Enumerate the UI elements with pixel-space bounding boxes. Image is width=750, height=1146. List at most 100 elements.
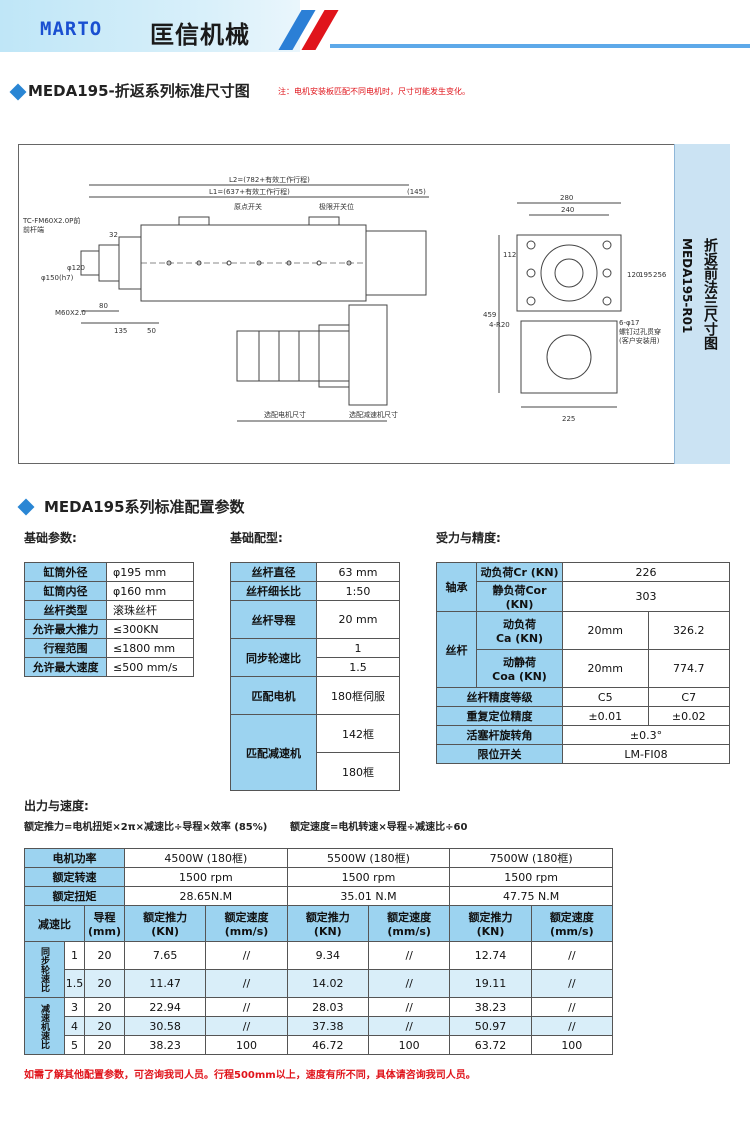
basic-config-title: 基础配型: — [230, 531, 283, 545]
motor-power: 4500W (180框) — [124, 848, 288, 868]
ca-label: 动负荷 — [503, 618, 536, 631]
param-value: φ160 mm — [106, 581, 194, 601]
cell: // — [367, 997, 451, 1017]
dim-280: 280 — [560, 194, 573, 202]
motor-rpm: 1500 rpm — [286, 867, 451, 887]
force-value: 20mm — [562, 611, 649, 650]
cell: 100 — [367, 1035, 451, 1055]
motor-rpm: 1500 rpm — [124, 867, 288, 887]
output-title: 出力与速度: — [24, 799, 89, 813]
cell: 11.47 — [123, 969, 207, 998]
cell: // — [205, 969, 288, 998]
motor-power: 5500W (180框) — [286, 848, 451, 868]
label-motor: 选配电机尺寸 — [264, 410, 306, 419]
cell: // — [367, 1016, 451, 1036]
output-header: 额定速度 (mm/s) — [530, 905, 614, 942]
param-label: 缸筒外径 — [24, 562, 107, 582]
force-value: 326.2 — [647, 611, 731, 650]
config-title: MEDA195系列标准配置参数 — [44, 498, 245, 516]
motor-power: 7500W (180框) — [449, 848, 613, 868]
config-value: 1:50 — [316, 581, 400, 601]
output-header: 额定速度 (mm/s) — [367, 905, 451, 942]
cell: // — [367, 941, 451, 970]
cell: 20 — [84, 997, 125, 1017]
force-title: 受力与精度: — [436, 531, 501, 545]
cell: // — [530, 997, 614, 1017]
force-group: 轴承 — [436, 562, 477, 612]
cell: // — [530, 969, 614, 998]
config-value: 1 — [316, 638, 400, 658]
force-value: 774.7 — [647, 649, 731, 688]
coa-unit: Coa (KN) — [492, 670, 547, 683]
label-holes2: 螺钉过孔贯穿 — [619, 327, 661, 336]
output-header: 电机功率 — [24, 848, 125, 868]
config-label: 丝杆细长比 — [230, 581, 317, 601]
cell: 5 — [64, 1035, 85, 1055]
side-code: MEDA195-R01 — [680, 238, 694, 334]
dim-m60: M60X2.0 — [55, 309, 86, 317]
technical-drawing: L2=(782+有效工作行程) L1=(637+有效工作行程) (145) TC… — [18, 144, 730, 464]
dim-50: 50 — [147, 327, 156, 335]
output-header: 额定推力 (KN) — [449, 905, 532, 942]
config-label: 丝杆导程 — [230, 600, 317, 639]
force-value: LM-FI08 — [562, 744, 730, 764]
force-label: 限位开关 — [436, 744, 563, 764]
cell: // — [530, 1016, 614, 1036]
cell: 100 — [205, 1035, 288, 1055]
param-label: 允许最大推力 — [24, 619, 107, 639]
label-tc: TC-FM60X2.0P前 — [22, 216, 80, 225]
force-label: 动负荷Cr (KN) — [476, 562, 563, 582]
force-value: C7 — [647, 687, 731, 707]
drawing-svg: L2=(782+有效工作行程) L1=(637+有效工作行程) (145) TC… — [22, 175, 667, 423]
output-header: 导程 (mm) — [84, 905, 125, 942]
formula-speed: 额定速度=电机转速×导程÷减速比÷60 — [290, 822, 468, 833]
cell: 37.38 — [286, 1016, 369, 1036]
dim-240: 240 — [561, 206, 574, 214]
cell: 38.23 — [123, 1035, 207, 1055]
config-label: 匹配电机 — [230, 676, 317, 715]
cell: 50.97 — [449, 1016, 532, 1036]
cell: 1 — [64, 941, 85, 970]
label-reducer: 选配减速机尺寸 — [349, 410, 398, 419]
cell: 22.94 — [123, 997, 207, 1017]
motor-rpm: 1500 rpm — [449, 867, 613, 887]
force-value: 20mm — [562, 649, 649, 688]
param-value: ≤500 mm/s — [106, 657, 194, 677]
param-value: φ195 mm — [106, 562, 194, 582]
cell: 100 — [530, 1035, 614, 1055]
cell: // — [367, 969, 451, 998]
cell: 3 — [64, 997, 85, 1017]
cell: 4 — [64, 1016, 85, 1036]
config-label: 匹配减速机 — [230, 714, 317, 791]
cell: 20 — [84, 941, 125, 970]
output-header: 额定速度 (mm/s) — [205, 905, 288, 942]
force-group: 丝杆 — [436, 611, 477, 688]
cell: 14.02 — [286, 969, 369, 998]
dim-l1: L1=(637+有效工作行程) — [209, 187, 290, 196]
cell: 46.72 — [286, 1035, 369, 1055]
cell: 12.74 — [449, 941, 532, 970]
dim-112: 112 — [503, 251, 516, 259]
cell: 28.03 — [286, 997, 369, 1017]
cell: 38.23 — [449, 997, 532, 1017]
dim-256: 256 — [653, 271, 667, 279]
drawing-title: MEDA195-折返系列标准尺寸图 — [28, 82, 250, 100]
dim-195: 195 — [639, 271, 652, 279]
force-value: ±0.3° — [562, 725, 730, 745]
cell: 20 — [84, 1035, 125, 1055]
force-value: 303 — [562, 581, 730, 612]
cell: 7.65 — [123, 941, 207, 970]
cell: 9.34 — [286, 941, 369, 970]
label-holes3: (客户安装用) — [619, 336, 660, 345]
company-name: 匡信机械 — [150, 21, 250, 49]
output-header: 额定推力 (KN) — [123, 905, 207, 942]
param-label: 允许最大速度 — [24, 657, 107, 677]
coa-label: 动静荷 — [503, 656, 536, 669]
footer-note: 如需了解其他配置参数，可咨询我司人员。行程500mm以上，速度有所不同，具体请咨… — [24, 1070, 476, 1081]
dim-r20: 4-R20 — [489, 321, 510, 329]
cell: 63.72 — [449, 1035, 532, 1055]
force-value: 226 — [562, 562, 730, 582]
